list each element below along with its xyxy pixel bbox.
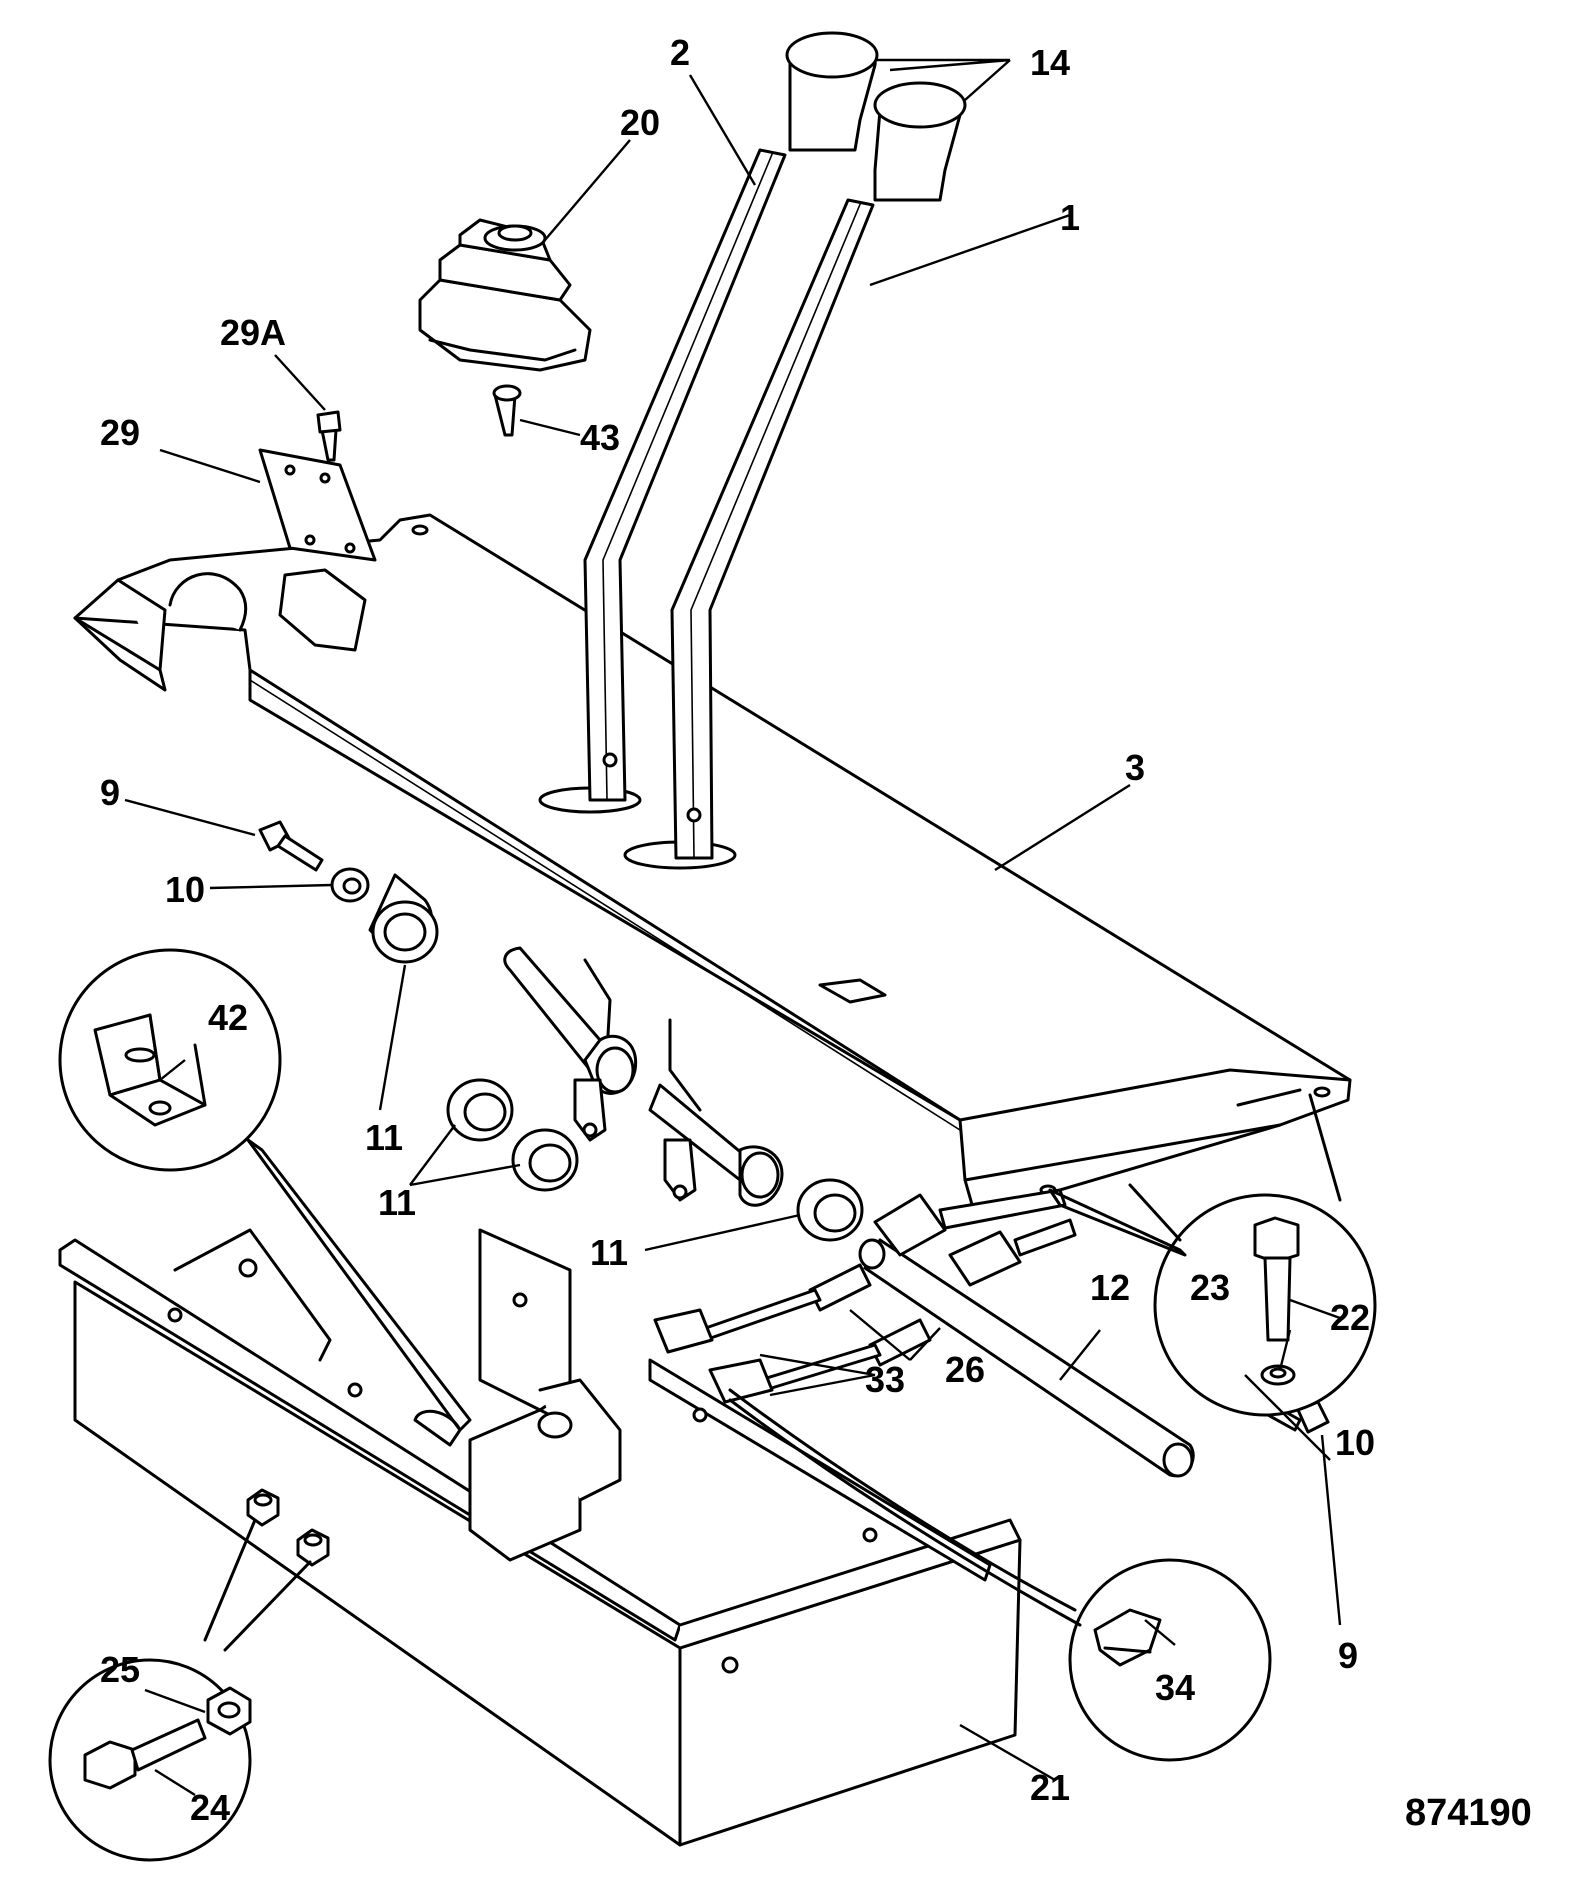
bush-11-right <box>796 1178 864 1242</box>
lever-pivot-assembly <box>503 946 784 1207</box>
detail-circle-bolt-nut <box>48 1518 312 1862</box>
callout-29: 29 <box>100 412 140 453</box>
nut-left <box>246 1488 280 1527</box>
rubber-gaiter <box>418 218 592 372</box>
cover-plate-29 <box>258 448 377 562</box>
callout-26: 26 <box>945 1349 985 1390</box>
drawing-reference-number: 874190 <box>1405 1792 1532 1834</box>
cable-assembly-upper <box>653 1188 1067 1354</box>
callout-25: 25 <box>100 1649 140 1690</box>
callout-labels: 1 2 3 9 9 10 10 11 11 11 12 14 20 21 22 … <box>100 32 1532 1834</box>
base-housing <box>58 1228 1022 1847</box>
callout-20: 20 <box>620 102 660 143</box>
leader-lines <box>124 58 1342 1797</box>
callout-3: 3 <box>1125 747 1145 788</box>
callout-1: 1 <box>1060 197 1080 238</box>
callout-10-right: 10 <box>1335 1422 1375 1463</box>
nut-right <box>296 1528 330 1567</box>
screw-43 <box>492 384 522 437</box>
callout-29a: 29A <box>220 312 286 353</box>
bush-11-mid-b <box>511 1128 579 1192</box>
callout-22: 22 <box>1330 1297 1370 1338</box>
screw-29a <box>316 410 342 462</box>
callout-11-lower: 11 <box>378 1182 416 1223</box>
bolt-9-left <box>258 820 324 872</box>
callout-24: 24 <box>190 1787 230 1828</box>
callout-23: 23 <box>1190 1267 1230 1308</box>
lever-1 <box>670 198 875 860</box>
callout-9-left: 9 <box>100 772 120 813</box>
top-cover-plate <box>73 513 1352 1217</box>
callout-2: 2 <box>670 32 690 73</box>
pivot-shaft-12 <box>858 1238 1195 1478</box>
callout-9-right: 9 <box>1338 1635 1358 1676</box>
detail-circle-bolt-washer <box>1048 1093 1377 1417</box>
callout-33: 33 <box>865 1359 905 1400</box>
detail-circle-clip-34 <box>728 1388 1272 1762</box>
lever-knob-left <box>785 31 879 152</box>
detail-circle-bracket-42 <box>58 948 472 1432</box>
callout-12: 12 <box>1090 1267 1130 1308</box>
callout-42: 42 <box>208 997 248 1038</box>
callout-10-left: 10 <box>165 869 205 910</box>
callout-11-right: 11 <box>590 1232 628 1273</box>
cable-assembly-lower <box>708 1218 1077 1404</box>
callout-21: 21 <box>1030 1767 1070 1808</box>
callout-43: 43 <box>580 417 620 458</box>
lever-knob-right <box>873 81 967 202</box>
bush-11-top <box>368 873 439 964</box>
callout-34: 34 <box>1155 1667 1195 1708</box>
bush-11-mid-a <box>446 1078 514 1142</box>
lever-2 <box>583 148 787 802</box>
washer-10-left <box>330 867 370 903</box>
callout-14: 14 <box>1030 42 1070 83</box>
callout-11-upper: 11 <box>365 1117 403 1158</box>
